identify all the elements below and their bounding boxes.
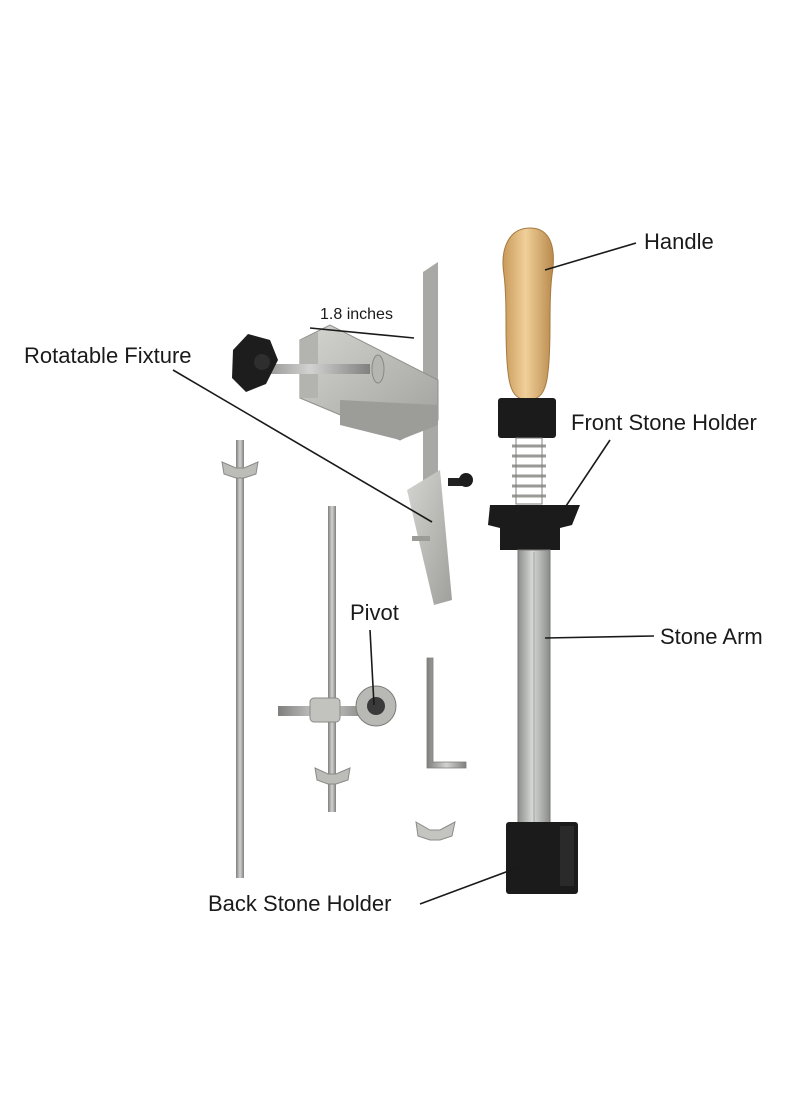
pivot-assembly: [278, 685, 397, 727]
leader-line-front-holder: [561, 439, 611, 513]
support-rod-short: [314, 506, 351, 812]
label-dimension: 1.8 inches: [320, 306, 393, 323]
label-front-stone-holder: Front Stone Holder: [571, 410, 757, 435]
sharpener-handle-assembly: [488, 227, 580, 894]
label-back-stone-holder: Back Stone Holder: [208, 891, 392, 916]
leader-line-stone-arm: [544, 635, 655, 639]
wing-nut: [415, 821, 456, 841]
leader-lines: [172, 242, 655, 905]
leader-line-back-holder: [419, 865, 523, 905]
allen-key: [426, 657, 467, 769]
label-pivot: Pivot: [350, 600, 399, 625]
leader-line-fixture: [172, 369, 433, 523]
label-stone-arm: Stone Arm: [660, 624, 763, 649]
leader-line-pivot: [369, 629, 375, 706]
label-rotatable-fixture: Rotatable Fixture: [24, 343, 192, 368]
label-handle: Handle: [644, 229, 714, 254]
dimension-line: [309, 327, 415, 339]
leader-line-handle: [544, 242, 637, 271]
support-rod-long: [221, 440, 259, 878]
rotatable-fixture: [232, 262, 473, 605]
